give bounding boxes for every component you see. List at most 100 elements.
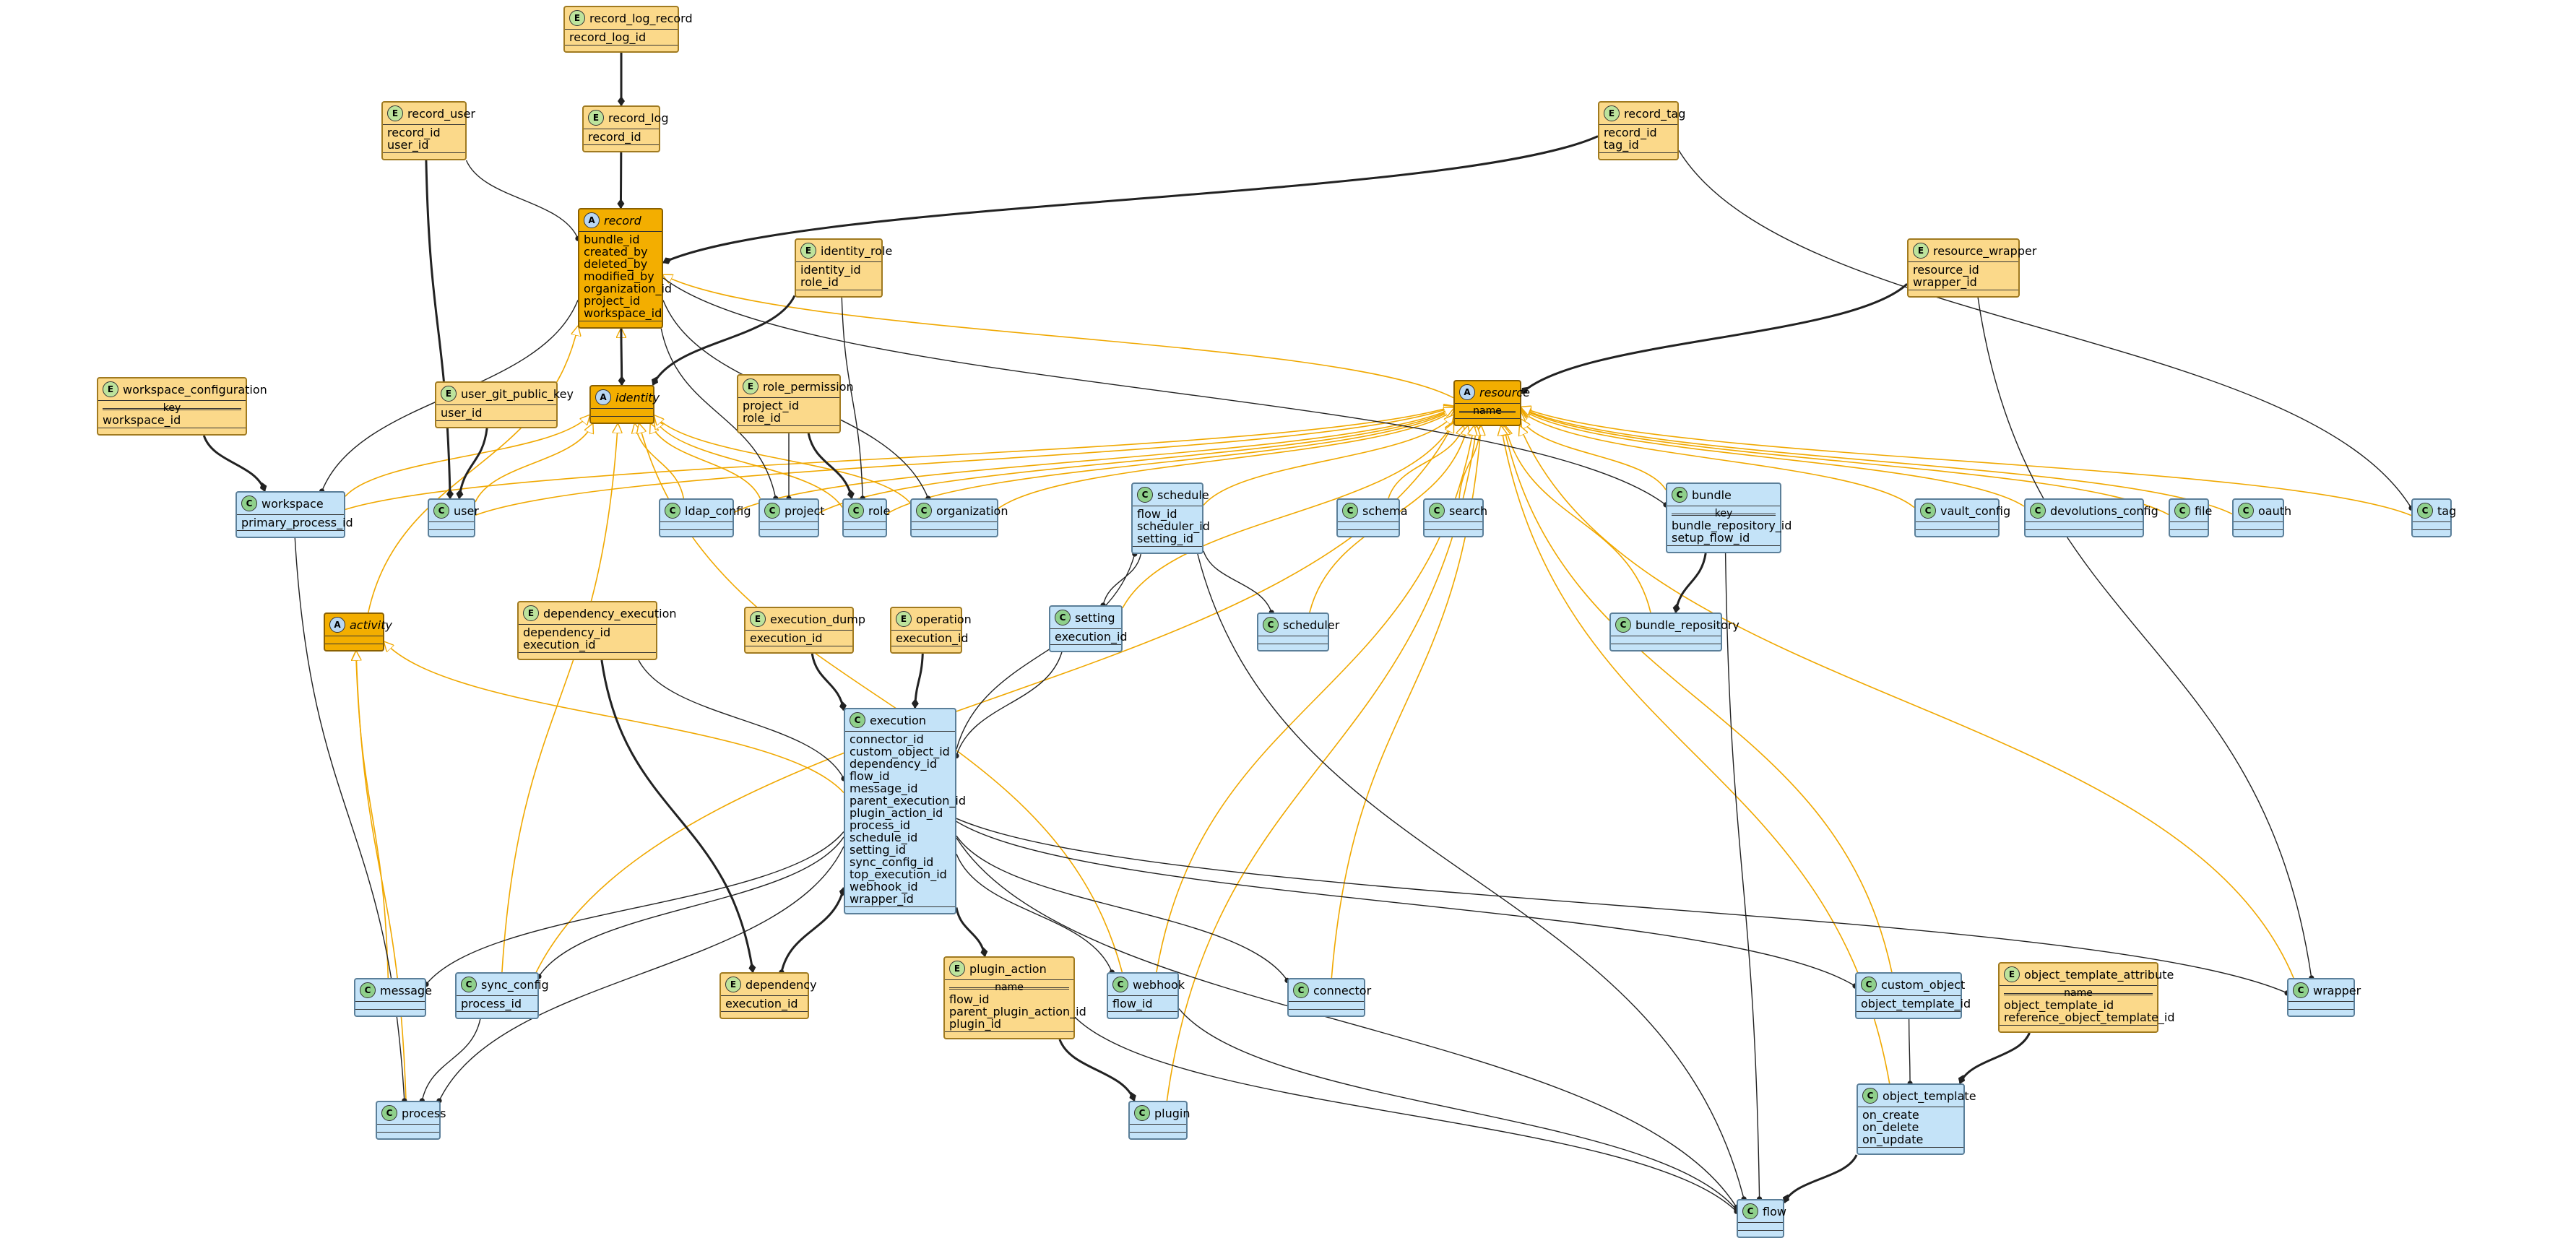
node-methods (591, 417, 653, 423)
stereotype-e-icon: E (103, 381, 118, 397)
stereotype-e-icon: E (441, 386, 457, 402)
node-fields (760, 522, 818, 529)
node-fields (325, 636, 383, 644)
field-row: plugin_action_id (850, 807, 951, 819)
field-row: message_id (850, 782, 951, 795)
key-label: name (2062, 987, 2094, 999)
stereotype-c-icon: C (2238, 503, 2254, 519)
node-title: record_tag (1624, 107, 1685, 121)
node-title: dependency (745, 978, 817, 992)
stereotype-e-icon: E (1913, 243, 1929, 259)
node-methods (760, 530, 818, 536)
stereotype-c-icon: C (2030, 503, 2046, 519)
stereotype-c-icon: C (1112, 977, 1128, 992)
field-row: wrapper_id (1913, 276, 2014, 288)
node-methods (1455, 419, 1520, 425)
stereotype-e-icon: E (800, 243, 816, 259)
stereotype-c-icon: C (1055, 610, 1071, 626)
node-methods (1258, 644, 1328, 650)
node-title: file (2195, 504, 2212, 518)
key-label: name (993, 982, 1025, 993)
stereotype-c-icon: C (665, 503, 680, 519)
field-row: workspace_id (584, 307, 657, 319)
node-methods (355, 1010, 425, 1016)
node-title: plugin_action (969, 962, 1047, 976)
stereotype-e-icon: E (750, 611, 766, 627)
node-methods (1858, 1148, 1963, 1153)
node-methods (738, 426, 839, 432)
field-row: user_id (387, 139, 461, 151)
stereotype-c-icon: C (1672, 487, 1687, 503)
node-title: plugin (1154, 1107, 1190, 1120)
node-title: record_log (608, 111, 669, 125)
node-methods (1909, 290, 2018, 296)
node-methods (1667, 546, 1780, 552)
node-title: resource_wrapper (1933, 244, 2036, 258)
field-row: resource_id (1913, 264, 2014, 276)
node-title: flow (1763, 1205, 1786, 1218)
node-fields: name (1455, 404, 1520, 418)
stereotype-e-icon: E (896, 611, 912, 627)
node-methods (1599, 153, 1677, 159)
